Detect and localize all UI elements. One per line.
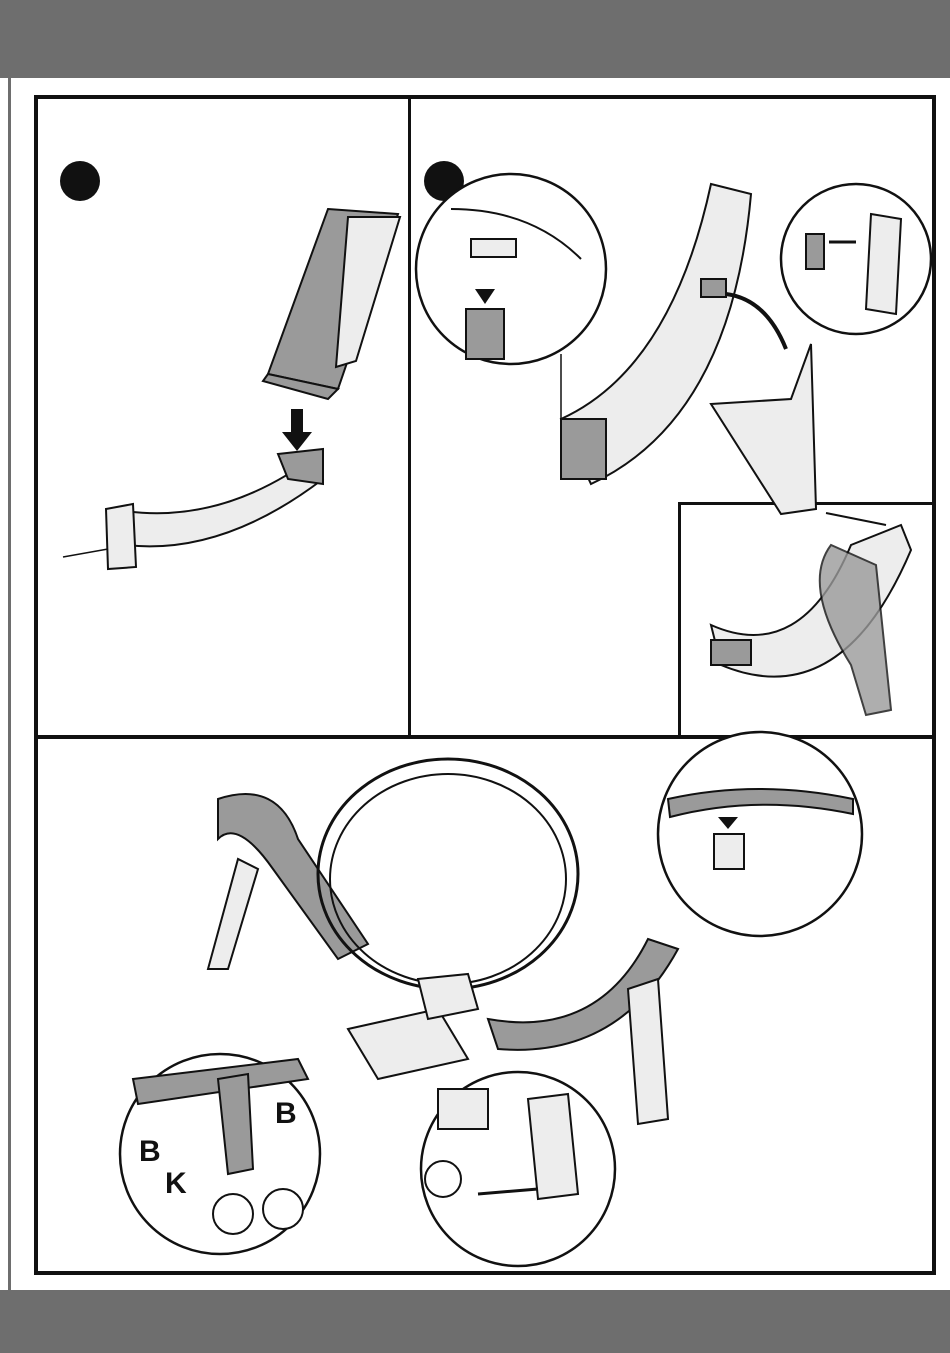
panel-1-illustration [38, 99, 408, 735]
assembled-ramp-inset [681, 505, 936, 735]
down-arrow-icon [282, 409, 312, 451]
panel-2-illustration [411, 99, 936, 499]
booster-unit [348, 974, 478, 1079]
zoom-callout-right [781, 184, 931, 334]
page-header-bar [0, 0, 950, 78]
callout-label-b-left: B [139, 1137, 161, 1167]
callout-label-b-right: B [275, 1099, 297, 1129]
ramp-piece [263, 209, 400, 399]
track-support-stand [711, 344, 816, 514]
curved-track-piece [63, 449, 323, 569]
callout-label-k: K [165, 1169, 187, 1199]
attach-arrow-icon [726, 294, 786, 349]
instruction-frame: B B K [34, 95, 936, 1275]
zoom-callout-top-right [658, 732, 862, 936]
page-footer-bar [0, 1290, 950, 1353]
left-margin-rule [8, 78, 11, 1290]
zoom-callout-bottom-center [421, 1072, 615, 1266]
loop-track [318, 759, 578, 989]
